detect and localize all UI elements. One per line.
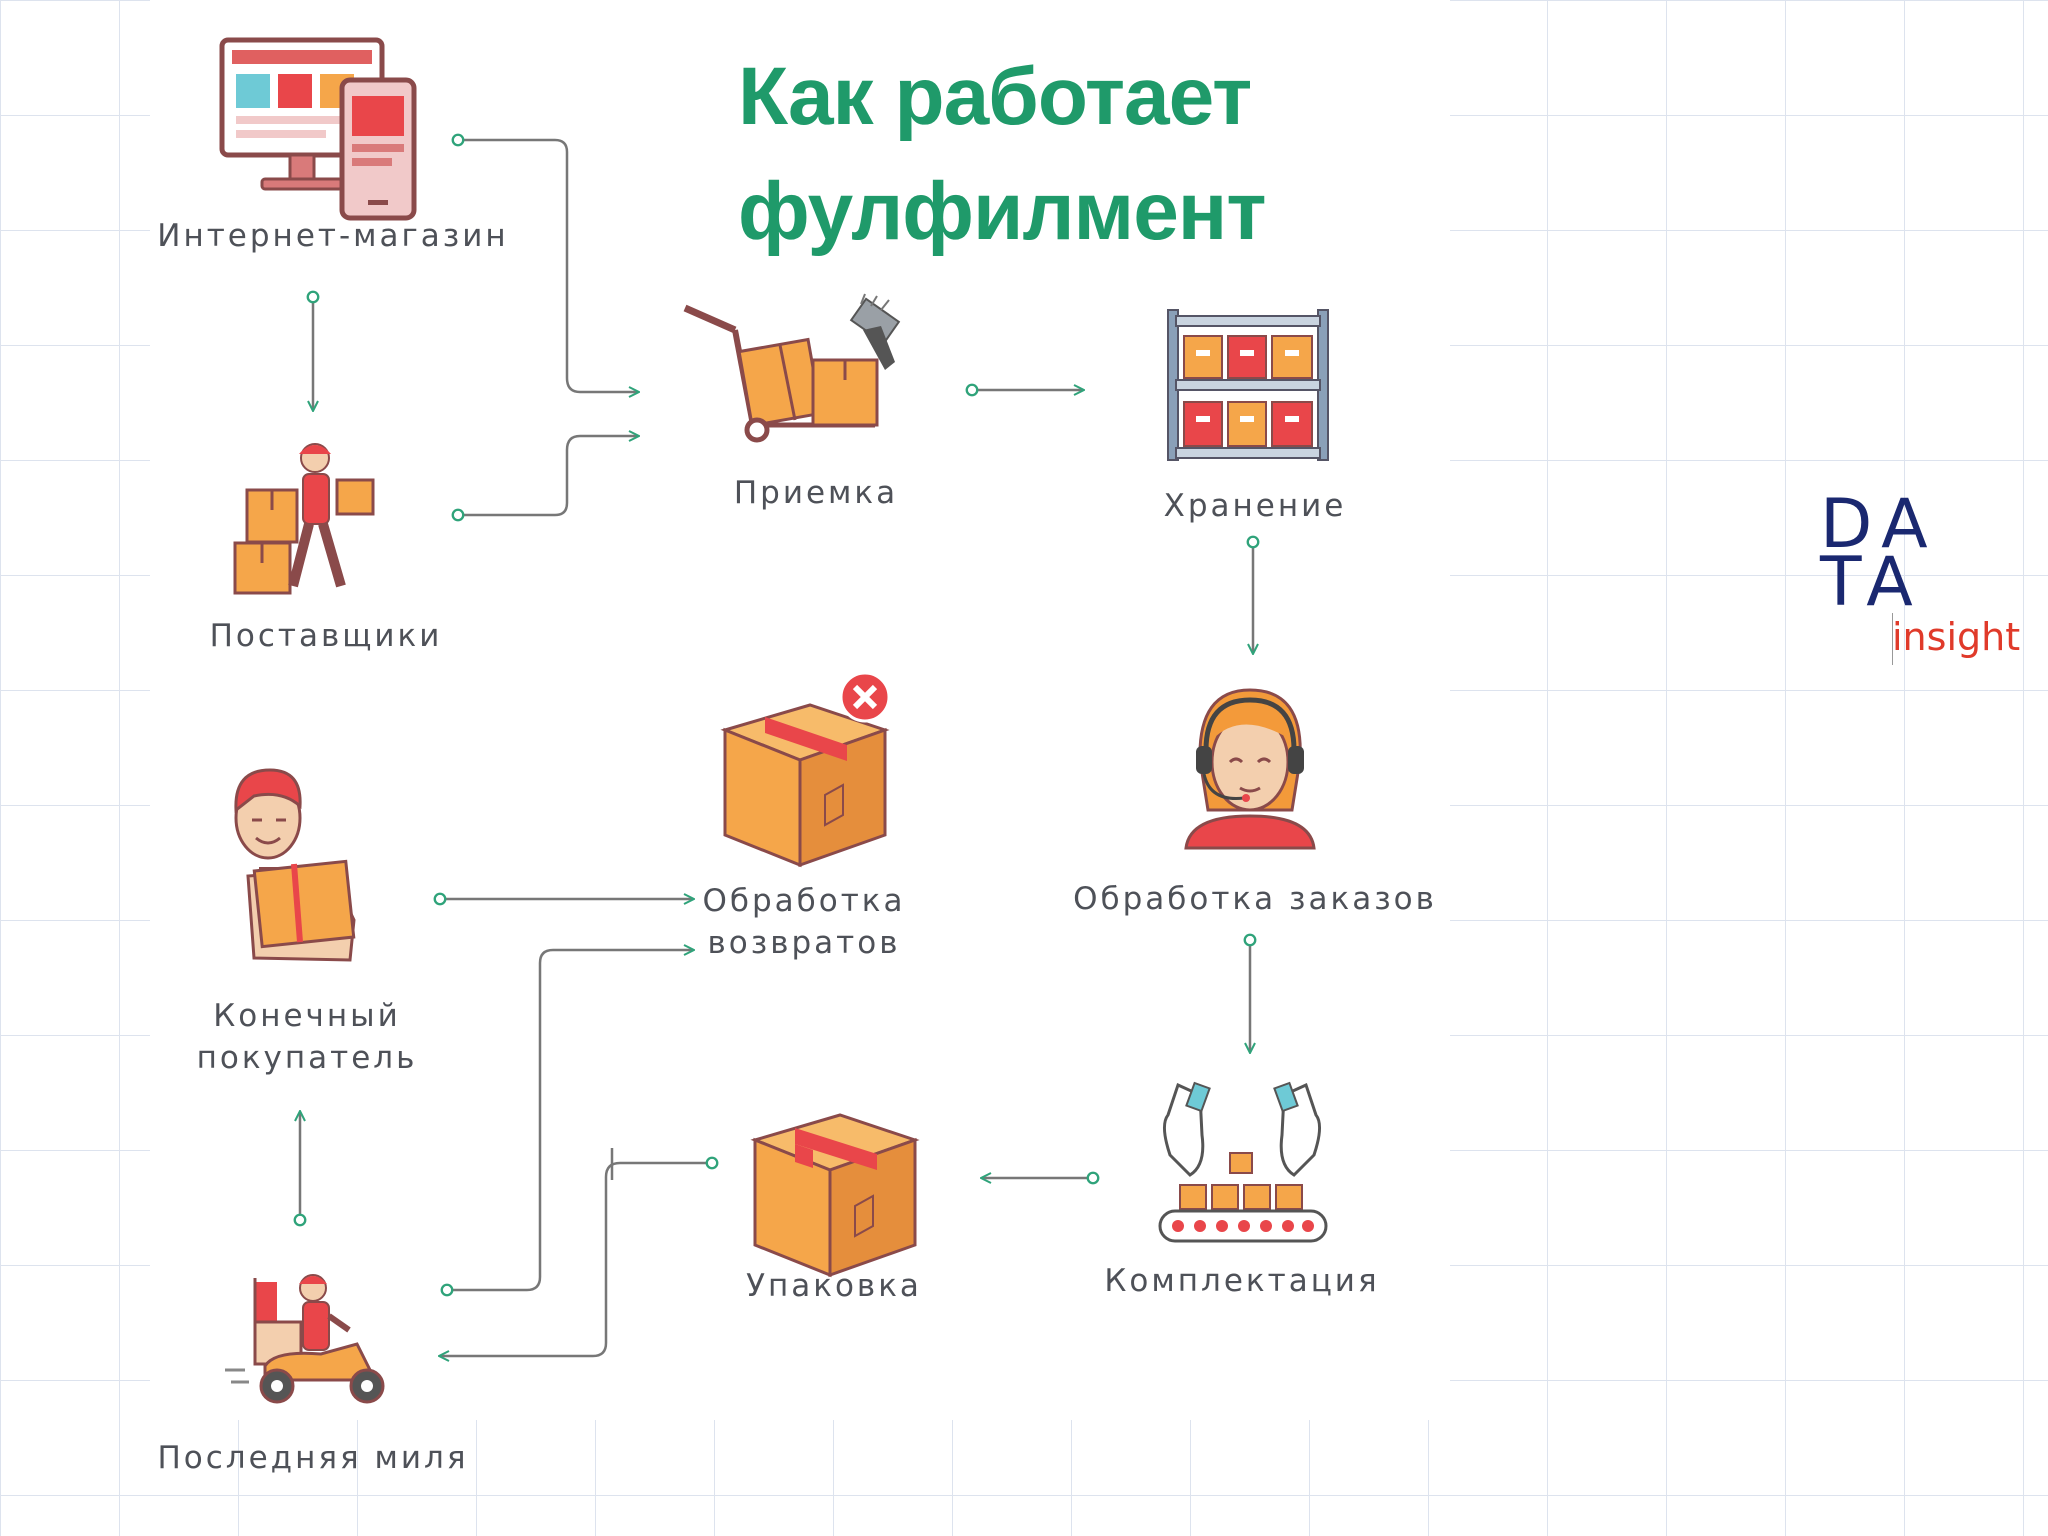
delivery-scooter-icon — [225, 1274, 385, 1404]
returned-box-icon — [720, 671, 891, 868]
connector-lastmile-to-returns — [447, 950, 693, 1290]
label-returns-line1: Обработка — [702, 883, 906, 919]
label-returns: Обработка возвратов — [702, 880, 905, 964]
label-buyer-line2: покупатель — [196, 1040, 418, 1076]
label-storage: Хранение — [1163, 488, 1347, 524]
customer-box-icon — [234, 768, 356, 962]
label-returns-line2: возвратов — [707, 925, 901, 961]
courier-boxes-icon — [233, 443, 375, 595]
package-box-icon — [750, 1113, 920, 1278]
warehouse-shelf-icon — [1167, 309, 1329, 461]
logo-line-da: DA — [1820, 485, 1938, 564]
conveyor-hands-icon — [1158, 1081, 1328, 1243]
label-picking: Комплектация — [1104, 1263, 1380, 1299]
operator-headset-icon — [1184, 688, 1316, 850]
label-packing: Упаковка — [746, 1268, 922, 1304]
cart-scanner-icon — [683, 293, 901, 443]
diagram-title-line2: фулфилмент — [738, 166, 1266, 257]
computer-tablet-icon — [219, 37, 417, 221]
label-orders: Обработка заказов — [1073, 881, 1437, 917]
logo-insight-word: insight — [1892, 615, 2021, 659]
label-buyer: Конечный покупатель — [197, 995, 418, 1079]
label-receiving: Приемка — [733, 475, 899, 511]
label-shop: Интернет-магазин — [157, 218, 509, 254]
connector-packing-to-lastmile — [440, 1163, 712, 1356]
logo-line-ta: TA — [1820, 543, 1923, 622]
label-buyer-line1: Конечный — [213, 998, 401, 1034]
label-last-mile: Последняя миля — [157, 1440, 469, 1476]
connector-shop-to-receiving — [458, 140, 638, 392]
connector-suppliers-to-receiving — [458, 436, 638, 515]
label-suppliers: Поставщики — [209, 618, 443, 654]
data-insight-logo: DA TA insight — [1820, 485, 2048, 675]
logo-divider — [1892, 613, 1893, 665]
diagram-title-line1: Как работает — [738, 51, 1252, 142]
